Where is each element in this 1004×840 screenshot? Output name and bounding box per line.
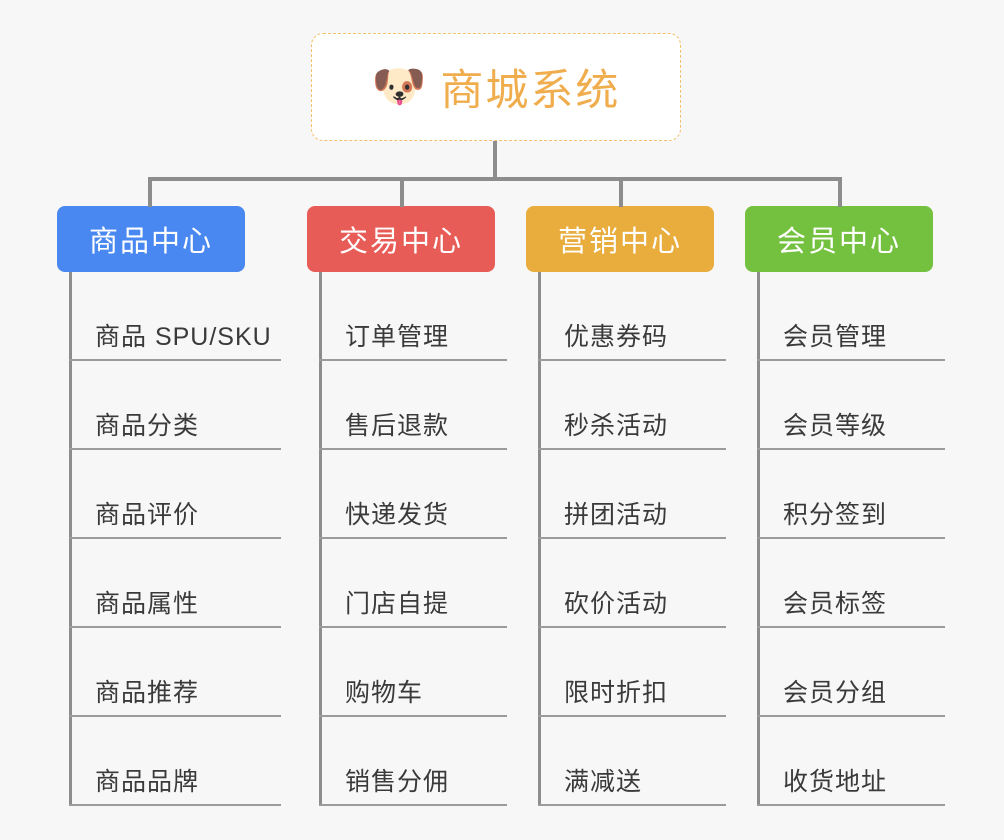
leaf-label: 销售分佣 <box>345 768 450 796</box>
leaf-item[interactable]: 会员标签 <box>745 539 945 628</box>
leaf-underline <box>538 537 726 539</box>
leaf-label: 会员分组 <box>783 679 888 707</box>
leaf-item[interactable]: 满减送 <box>526 717 726 806</box>
leaf-item[interactable]: 门店自提 <box>307 539 507 628</box>
leaf-item[interactable]: 会员等级 <box>745 361 945 450</box>
branch-header[interactable]: 营销中心 <box>526 206 714 272</box>
connector-root-stem <box>493 141 497 179</box>
leaf-label: 砍价活动 <box>564 590 669 618</box>
leaf-underline <box>319 804 507 806</box>
branch-header[interactable]: 交易中心 <box>307 206 495 272</box>
leaf-label: 会员等级 <box>783 412 888 440</box>
leaf-item[interactable]: 会员管理 <box>745 272 945 361</box>
leaf-item[interactable]: 商品品牌 <box>57 717 281 806</box>
leaf-item[interactable]: 销售分佣 <box>307 717 507 806</box>
leaf-item[interactable]: 拼团活动 <box>526 450 726 539</box>
leaf-item[interactable]: 购物车 <box>307 628 507 717</box>
connector-horizontal-bus <box>148 177 842 181</box>
leaf-underline <box>538 715 726 717</box>
leaf-label: 限时折扣 <box>564 679 669 707</box>
leaf-item[interactable]: 砍价活动 <box>526 539 726 628</box>
leaf-label: 商品推荐 <box>95 679 200 707</box>
leaf-underline <box>757 804 945 806</box>
leaf-item[interactable]: 限时折扣 <box>526 628 726 717</box>
connector-drop-2 <box>400 177 404 207</box>
leaf-list: 优惠券码秒杀活动拼团活动砍价活动限时折扣满减送 <box>526 272 726 806</box>
leaf-underline <box>319 359 507 361</box>
leaf-underline <box>69 448 281 450</box>
root-title: 商城系统 <box>440 67 621 115</box>
leaf-label: 商品 SPU/SKU <box>95 323 272 351</box>
leaf-underline <box>319 715 507 717</box>
leaf-underline <box>538 804 726 806</box>
leaf-list: 会员管理会员等级积分签到会员标签会员分组收货地址 <box>745 272 945 806</box>
branch-column: 交易中心订单管理售后退款快递发货门店自提购物车销售分佣 <box>307 206 507 806</box>
leaf-label: 商品评价 <box>95 501 200 529</box>
leaf-item[interactable]: 商品属性 <box>57 539 281 628</box>
leaf-underline <box>319 537 507 539</box>
leaf-underline <box>69 804 281 806</box>
shiba-dog-face-icon: 🐶 <box>371 62 427 111</box>
leaf-item[interactable]: 快递发货 <box>307 450 507 539</box>
leaf-label: 购物车 <box>345 679 424 707</box>
leaf-label: 订单管理 <box>345 323 450 351</box>
leaf-item[interactable]: 秒杀活动 <box>526 361 726 450</box>
leaf-label: 收货地址 <box>783 768 888 796</box>
branch-column: 营销中心优惠券码秒杀活动拼团活动砍价活动限时折扣满减送 <box>526 206 726 806</box>
leaf-underline <box>69 715 281 717</box>
leaf-underline <box>757 448 945 450</box>
leaf-underline <box>69 537 281 539</box>
root-node[interactable]: 🐶 商城系统 <box>311 33 681 141</box>
leaf-item[interactable]: 收货地址 <box>745 717 945 806</box>
leaf-list: 订单管理售后退款快递发货门店自提购物车销售分佣 <box>307 272 507 806</box>
leaf-label: 积分签到 <box>783 501 888 529</box>
leaf-label: 售后退款 <box>345 412 450 440</box>
branch-spine <box>538 272 541 806</box>
leaf-label: 秒杀活动 <box>564 412 669 440</box>
leaf-underline <box>538 626 726 628</box>
leaf-label: 满减送 <box>564 768 643 796</box>
leaf-underline <box>757 626 945 628</box>
leaf-label: 会员标签 <box>783 590 888 618</box>
leaf-item[interactable]: 会员分组 <box>745 628 945 717</box>
leaf-item[interactable]: 商品评价 <box>57 450 281 539</box>
branch-header[interactable]: 商品中心 <box>57 206 245 272</box>
branch-spine <box>319 272 322 806</box>
leaf-label: 会员管理 <box>783 323 888 351</box>
leaf-label: 快递发货 <box>345 501 450 529</box>
leaf-underline <box>538 359 726 361</box>
connector-drop-4 <box>838 177 842 207</box>
leaf-item[interactable]: 商品分类 <box>57 361 281 450</box>
leaf-item[interactable]: 商品推荐 <box>57 628 281 717</box>
branch-column: 商品中心商品 SPU/SKU 商品分类商品评价商品属性商品推荐商品品牌 <box>57 206 281 806</box>
leaf-item[interactable]: 订单管理 <box>307 272 507 361</box>
leaf-item[interactable]: 优惠券码 <box>526 272 726 361</box>
leaf-item[interactable]: 商品 SPU/SKU <box>57 272 281 361</box>
leaf-label: 优惠券码 <box>564 323 669 351</box>
leaf-label: 门店自提 <box>345 590 450 618</box>
leaf-label: 商品分类 <box>95 412 200 440</box>
leaf-label: 商品属性 <box>95 590 200 618</box>
connector-drop-3 <box>619 177 623 207</box>
leaf-item[interactable]: 售后退款 <box>307 361 507 450</box>
leaf-underline <box>69 359 281 361</box>
leaf-underline <box>319 626 507 628</box>
leaf-underline <box>757 715 945 717</box>
branch-header[interactable]: 会员中心 <box>745 206 933 272</box>
leaf-label: 商品品牌 <box>95 768 200 796</box>
connector-drop-1 <box>148 177 152 207</box>
branch-spine <box>757 272 760 806</box>
branch-spine <box>69 272 72 806</box>
leaf-label: 拼团活动 <box>564 501 669 529</box>
leaf-underline <box>757 537 945 539</box>
branch-column: 会员中心会员管理会员等级积分签到会员标签会员分组收货地址 <box>745 206 945 806</box>
leaf-underline <box>69 626 281 628</box>
leaf-list: 商品 SPU/SKU 商品分类商品评价商品属性商品推荐商品品牌 <box>57 272 281 806</box>
leaf-underline <box>538 448 726 450</box>
leaf-underline <box>757 359 945 361</box>
leaf-item[interactable]: 积分签到 <box>745 450 945 539</box>
leaf-underline <box>319 448 507 450</box>
